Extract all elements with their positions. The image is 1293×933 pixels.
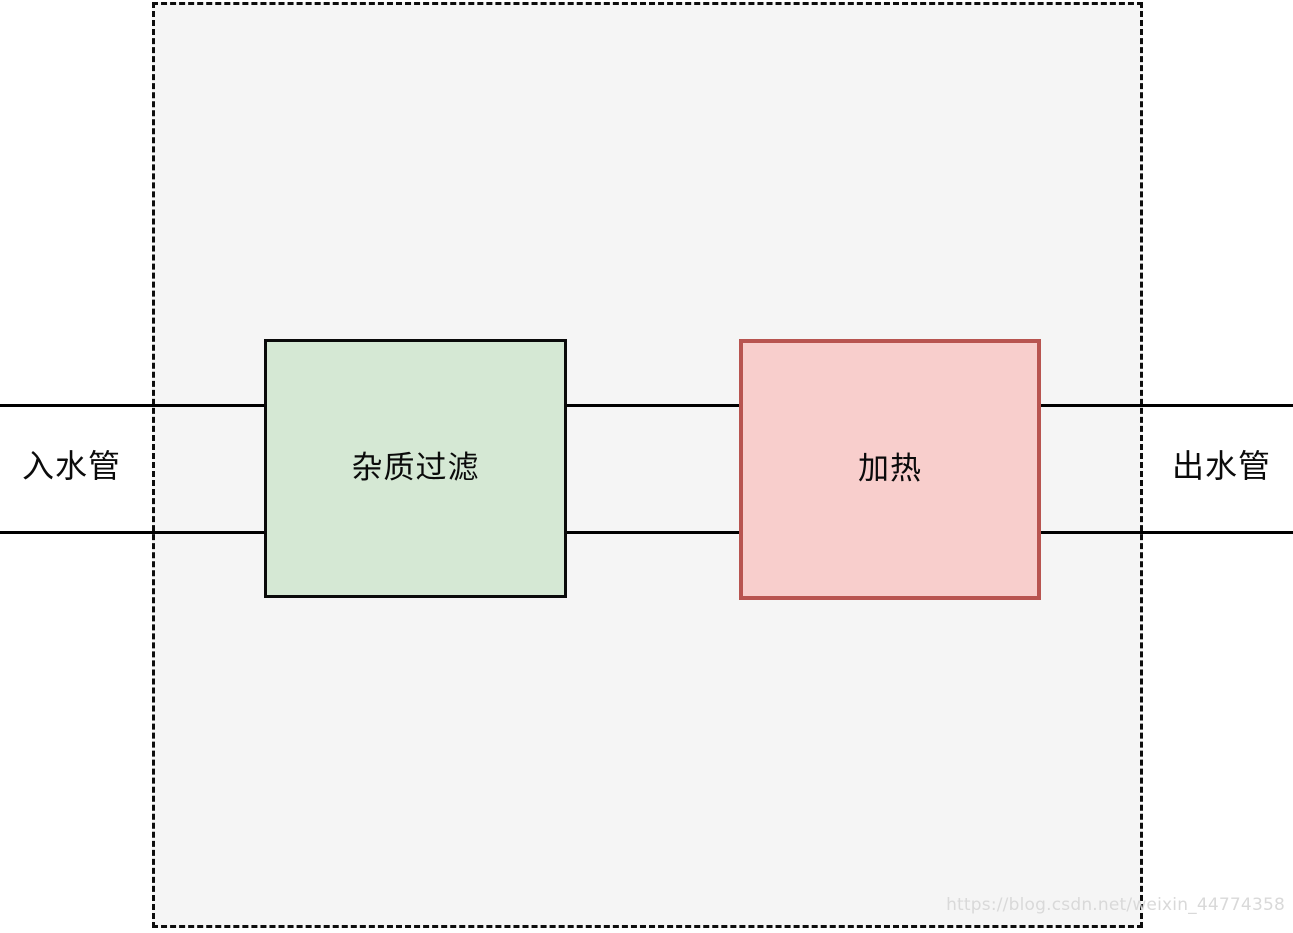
label-outlet-pipe: 出水管 — [1172, 447, 1272, 485]
pipe-top-line — [0, 404, 1293, 407]
node-heater-label: 加热 — [858, 451, 922, 487]
watermark-text: https://blog.csdn.net/weixin_44774358 — [946, 895, 1285, 915]
node-filter-label: 杂质过滤 — [351, 450, 480, 486]
node-filter[interactable]: 杂质过滤 — [264, 339, 567, 598]
pipe-bottom-line — [0, 531, 1293, 534]
label-inlet-pipe: 入水管 — [22, 447, 122, 485]
node-heater[interactable]: 加热 — [739, 339, 1041, 600]
